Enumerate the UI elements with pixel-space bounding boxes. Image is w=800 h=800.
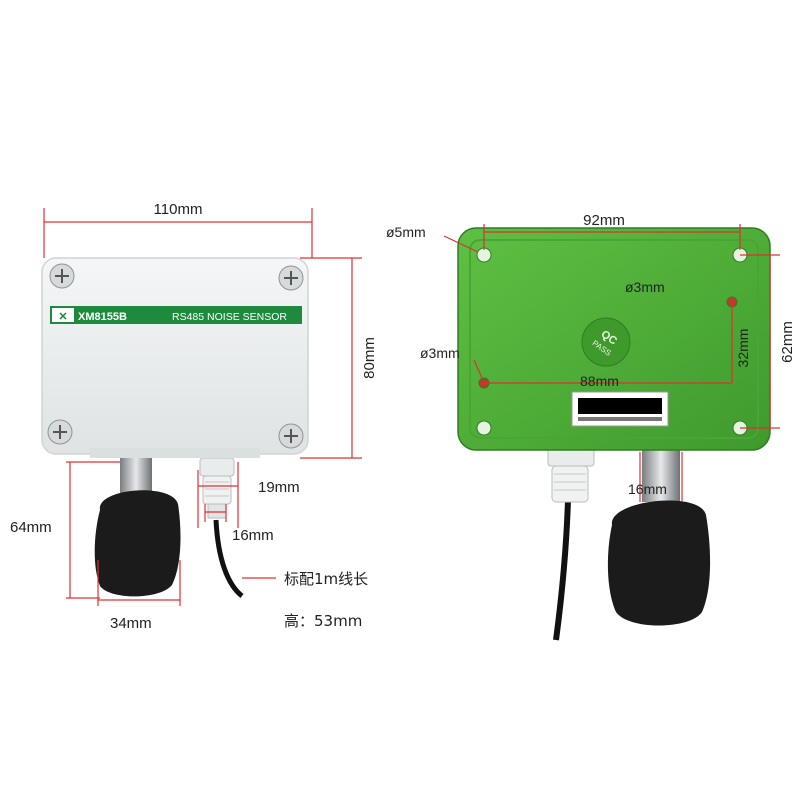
mount-hole-icon-bl (476, 420, 492, 436)
left-enclosure (41, 257, 309, 455)
dim-probe-length-label: 64mm (10, 519, 52, 536)
right-dimension-lines (443, 224, 780, 502)
left-screw-icon-br (278, 423, 304, 449)
left-cable (213, 519, 244, 598)
cable-length-note: 标配1m线长 (284, 570, 368, 588)
dim-hole-span-x-label: 92mm (583, 212, 625, 229)
left-screw-icon-bl (47, 419, 73, 445)
device-height-note: 高：53mm (284, 612, 362, 630)
left-screw-icon-tl (49, 263, 75, 289)
left-dimension-lines (43, 208, 362, 606)
dim-probe-diameter-label: 34mm (110, 615, 152, 632)
left-screw-icon-tr (278, 265, 304, 291)
dim-outer-height-label: 62mm (779, 321, 796, 363)
dim-hole-small-a-label: ø3mm (625, 279, 665, 295)
barcode-sticker (571, 391, 669, 427)
dim-width-label: 110mm (154, 201, 203, 218)
dim-probe-diameter-label-right: 16mm (628, 481, 667, 497)
right-device: QC PASS (457, 227, 771, 641)
right-probe-stem (642, 450, 680, 502)
dim-gland-width-label: 19mm (258, 479, 300, 496)
right-cable (553, 499, 571, 641)
dim-inner-span-y-label: 32mm (735, 329, 751, 368)
dim-height-label: 80mm (361, 337, 378, 379)
product-label-strip: ✕ XM8155B RS485 NOISE SENSOR (50, 306, 302, 324)
left-probe-stem (120, 455, 152, 497)
right-cable-gland (547, 447, 595, 503)
left-foam-windscreen (94, 490, 181, 597)
dim-gland-thread-label: 16mm (232, 527, 274, 544)
dim-hole-small-b-label: ø3mm (420, 345, 460, 361)
qc-pass-sticker: QC PASS (581, 317, 631, 367)
dim-inner-span-x-label: 88mm (580, 373, 619, 389)
logo-icon: ✕ (58, 311, 67, 323)
product-label: RS485 NOISE SENSOR (172, 311, 287, 323)
left-device: ✕ XM8155B RS485 NOISE SENSOR (41, 257, 309, 598)
dim-hole-large-label: ø5mm (386, 224, 426, 240)
left-cable-gland (199, 457, 235, 519)
mount-hole-icon-tl (476, 247, 492, 263)
right-foam-windscreen (607, 500, 711, 626)
brand-label: XM8155B (78, 311, 127, 323)
